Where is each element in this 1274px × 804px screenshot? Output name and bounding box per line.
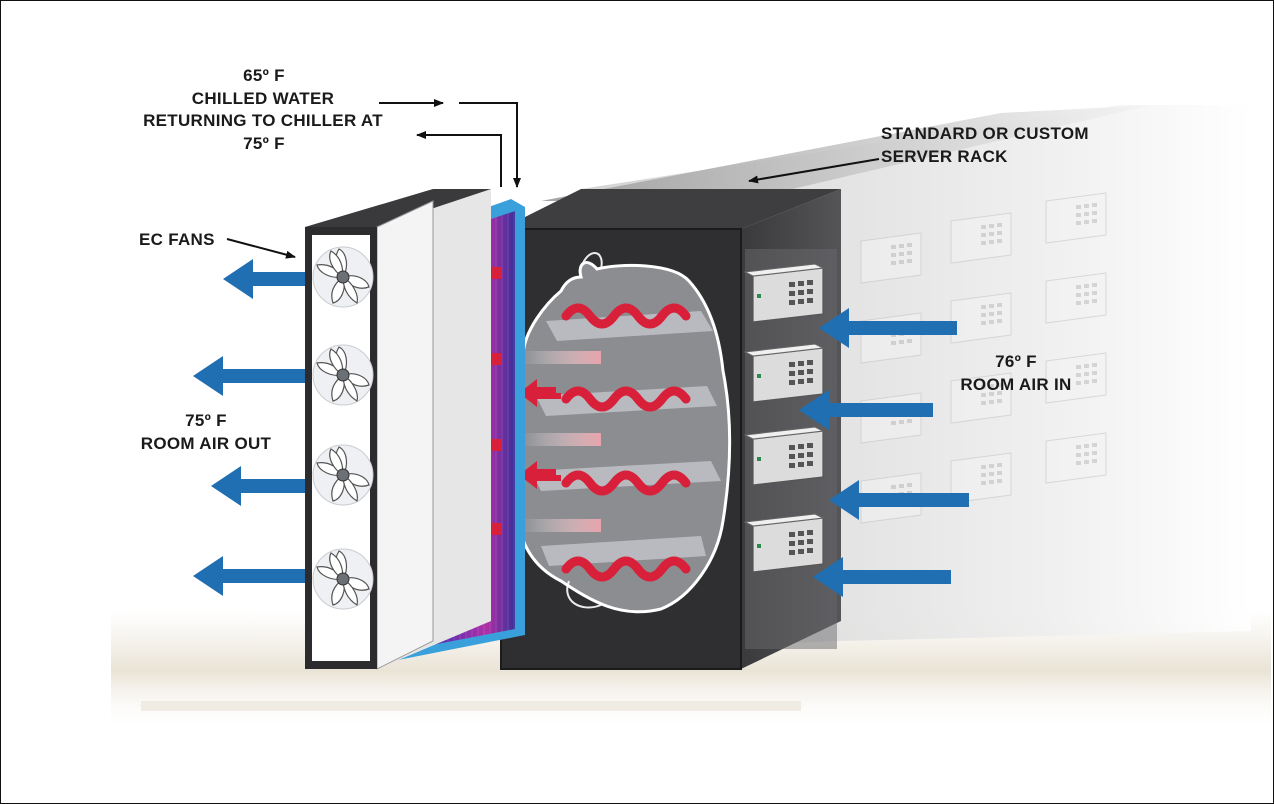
cold-air-arrow bbox=[829, 480, 969, 520]
heat-wave bbox=[561, 303, 691, 329]
hot-air-arrow bbox=[519, 461, 561, 489]
cold-air-arrow bbox=[799, 390, 933, 430]
server-unit bbox=[744, 426, 824, 486]
cold-air-arrow bbox=[819, 308, 957, 348]
ec-fans-label: EC FANS bbox=[139, 230, 215, 249]
heat-wave bbox=[561, 470, 691, 496]
cold-air-arrow bbox=[813, 557, 951, 597]
cold-air-arrow bbox=[193, 356, 305, 396]
server-rack-label-line2: SERVER RACK bbox=[881, 147, 1008, 166]
cold-air-arrow bbox=[193, 556, 305, 596]
labels: 65º F CHILLED WATER RETURNING TO CHILLER… bbox=[139, 66, 1089, 453]
chilled-water-label: CHILLED WATER bbox=[192, 89, 334, 108]
supply-line bbox=[459, 102, 521, 188]
cold-air-out bbox=[193, 259, 305, 596]
heat-waves bbox=[561, 303, 691, 582]
server-unit bbox=[744, 343, 824, 403]
heat-wave bbox=[561, 556, 691, 582]
supply-temp-label: 65º F bbox=[243, 66, 285, 85]
room-air-out-label: ROOM AIR OUT bbox=[141, 434, 272, 453]
hot-air-flow bbox=[519, 351, 601, 532]
room-air-in-label: ROOM AIR IN bbox=[960, 375, 1071, 394]
fan-icon bbox=[312, 444, 374, 506]
return-line bbox=[416, 131, 502, 187]
fan-icon bbox=[312, 246, 374, 308]
cold-air-arrow bbox=[211, 466, 305, 506]
server-cabinet bbox=[500, 189, 841, 670]
room-air-in-temp-label: 76º F bbox=[995, 352, 1037, 371]
server-unit bbox=[744, 263, 824, 323]
room-air-in-arrows bbox=[799, 308, 969, 597]
rack-pointer bbox=[748, 158, 880, 184]
fan-icon bbox=[312, 548, 374, 610]
return-temp-label: 75º F bbox=[243, 134, 285, 153]
fan-icon bbox=[312, 344, 374, 406]
heat-wave bbox=[561, 386, 691, 412]
returning-label: RETURNING TO CHILLER AT bbox=[143, 111, 383, 130]
hot-air-arrow bbox=[519, 379, 561, 407]
server-unit bbox=[744, 513, 824, 573]
water-lines bbox=[226, 99, 880, 259]
floor-line bbox=[141, 701, 801, 711]
ec-fans-pointer bbox=[226, 238, 296, 259]
server-rack-label-line1: STANDARD OR CUSTOM bbox=[881, 124, 1089, 143]
cold-air-arrow bbox=[223, 259, 305, 299]
room-air-out-temp-label: 75º F bbox=[185, 411, 227, 430]
fan-module bbox=[305, 189, 491, 670]
